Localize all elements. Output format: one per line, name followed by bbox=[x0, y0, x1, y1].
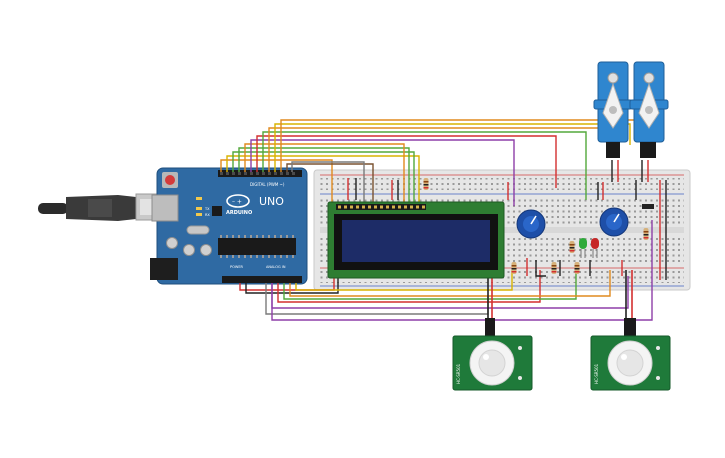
wires-digital-to-lcd bbox=[220, 119, 649, 206]
pushbutton bbox=[642, 204, 654, 209]
arduino-logo-icon bbox=[226, 194, 250, 208]
arduino-brand-label: ARDUINO bbox=[226, 210, 252, 216]
usb-cable bbox=[38, 193, 165, 221]
arduino-model-label: UNO bbox=[259, 195, 284, 208]
analog-header-label: ANALOG IN bbox=[266, 265, 286, 269]
potentiometer-left[interactable] bbox=[516, 209, 546, 239]
servo-left bbox=[593, 61, 633, 158]
reset-button-icon bbox=[165, 175, 175, 185]
power-header-label: POWER bbox=[230, 265, 244, 269]
lcd-screen bbox=[342, 220, 490, 262]
pir-left-label: HC-SR501 bbox=[456, 363, 461, 384]
rx-led-label: RX bbox=[205, 213, 210, 217]
tx-led-label: TX bbox=[204, 207, 210, 211]
digital-header-label: DIGITAL (PWM ~) bbox=[250, 182, 285, 187]
pir-sensor-right: HC-SR501 bbox=[590, 318, 671, 391]
led-green bbox=[579, 238, 587, 258]
resistors bbox=[423, 178, 654, 274]
pir-right-label: HC-SR501 bbox=[594, 363, 599, 384]
pir-sensor-left: HC-SR501 bbox=[452, 318, 533, 391]
servo-right bbox=[629, 61, 669, 158]
svg-text:– +: – + bbox=[232, 199, 242, 206]
potentiometer-right[interactable] bbox=[599, 207, 629, 237]
arduino-uno-board: DIGITAL (PWM ~) – + ARDUINO UNO TX RX bbox=[150, 167, 308, 285]
lcd-display bbox=[327, 201, 505, 279]
atmega-chip bbox=[218, 238, 296, 255]
led-red bbox=[591, 238, 599, 258]
